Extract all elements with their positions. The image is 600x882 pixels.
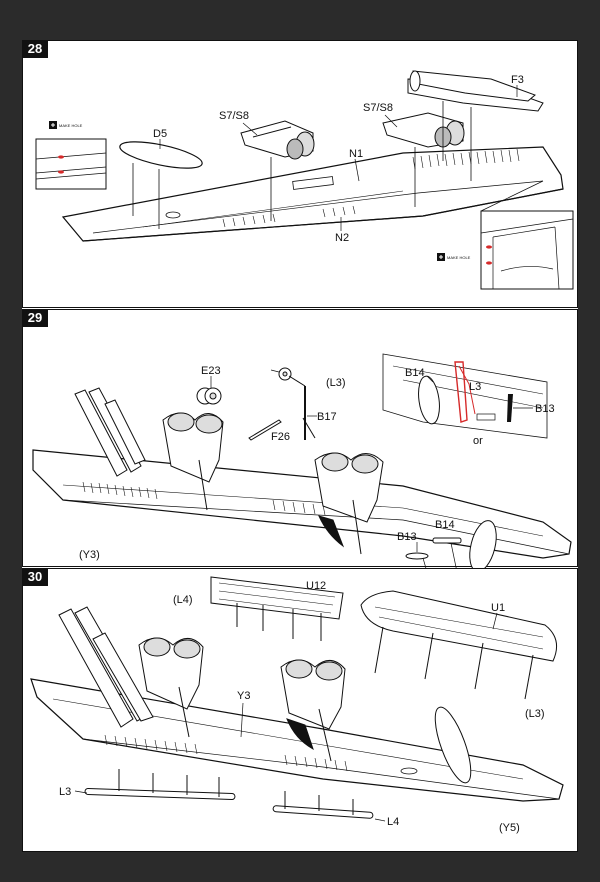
part-u1-bay bbox=[360, 590, 558, 700]
wing-hatching bbox=[222, 148, 520, 228]
label-s7s8-left: S7/S8 bbox=[219, 110, 249, 122]
label-n2: N2 bbox=[335, 232, 349, 244]
step-29-drawing: E23 (L3) B17 F26 bbox=[32, 353, 572, 573]
part-d5 bbox=[119, 141, 203, 169]
callout-text-right: MAKE HOLE bbox=[447, 255, 471, 260]
label-f3: F3 bbox=[511, 74, 524, 86]
step-28-drawing: D5 S7/S8 S7/S8 bbox=[35, 70, 574, 290]
step-28-panel: 28 bbox=[22, 40, 578, 308]
part-l4-strip bbox=[272, 791, 374, 819]
label-or: or bbox=[473, 435, 483, 447]
label-l3-paren: (L3) bbox=[326, 377, 346, 389]
label-l3-inset: L3 bbox=[469, 381, 481, 393]
leader-l4 bbox=[374, 818, 386, 822]
engine-pod-left bbox=[138, 637, 204, 738]
engine-pod-left bbox=[240, 120, 315, 160]
wing-hatch-panel bbox=[292, 176, 334, 190]
leader-s7s8-left bbox=[242, 122, 258, 136]
step-number: 30 bbox=[22, 568, 48, 586]
leader-s7s8-right bbox=[384, 114, 398, 128]
label-y3: Y3 bbox=[237, 690, 250, 702]
inset-gear-detail bbox=[382, 353, 548, 439]
label-l4-paren: (L4) bbox=[173, 594, 193, 606]
step-number: 29 bbox=[22, 309, 48, 327]
leader-l3 bbox=[74, 790, 88, 794]
drop-tanks bbox=[74, 387, 146, 477]
part-e23-wheel bbox=[196, 387, 222, 405]
label-b13-inset: B13 bbox=[535, 403, 555, 415]
wing-upper-surface bbox=[61, 146, 564, 242]
label-n1: N1 bbox=[349, 148, 363, 160]
wing-hatching bbox=[104, 734, 348, 772]
part-b13-door bbox=[405, 552, 429, 560]
engine-pod-left bbox=[162, 412, 224, 511]
drill-icon bbox=[437, 253, 445, 261]
part-b17-gear bbox=[278, 367, 316, 440]
wing-mount-hole bbox=[400, 767, 418, 775]
hole-mark bbox=[486, 261, 492, 265]
label-b17: B17 bbox=[317, 411, 337, 423]
wing-mount-hole bbox=[165, 211, 181, 219]
hole-mark bbox=[58, 170, 64, 174]
callout-text-left: MAKE HOLE bbox=[59, 123, 83, 128]
wing-hatching bbox=[82, 481, 326, 516]
engine-pod-right bbox=[314, 452, 384, 555]
part-door-panel bbox=[434, 706, 472, 784]
hole-mark bbox=[486, 245, 492, 249]
label-y3-paren: (Y3) bbox=[79, 549, 100, 561]
callout-hole-right bbox=[480, 210, 574, 290]
step-30-drawing: Y3 U12 (L4) U1 bbox=[30, 576, 564, 834]
label-b14-inset: B14 bbox=[405, 367, 425, 379]
engine-pod-right bbox=[382, 112, 465, 148]
step-number: 28 bbox=[22, 40, 48, 58]
leader-u1 bbox=[492, 612, 498, 630]
hole-mark bbox=[58, 155, 64, 159]
callout-connector bbox=[480, 180, 544, 212]
label-u12: U12 bbox=[306, 580, 326, 592]
drop-tanks bbox=[58, 606, 154, 728]
label-l4: L4 bbox=[387, 816, 399, 828]
part-u12-bay bbox=[210, 576, 344, 641]
label-s7s8-right: S7/S8 bbox=[363, 102, 393, 114]
part-f3 bbox=[407, 70, 544, 112]
wing-lower-surface bbox=[32, 449, 572, 559]
leader-y3 bbox=[240, 702, 244, 738]
arrow-wheel bbox=[270, 369, 280, 373]
label-l3: L3 bbox=[59, 786, 71, 798]
step-30-panel: 30 bbox=[22, 568, 578, 852]
drill-icon bbox=[49, 121, 57, 129]
part-f26 bbox=[248, 419, 282, 441]
engine-pod-right bbox=[280, 659, 346, 762]
part-l3-strip bbox=[84, 769, 236, 801]
step-29-panel: 29 bbox=[22, 309, 578, 573]
arrow-b14 bbox=[450, 542, 458, 573]
label-d5: D5 bbox=[153, 128, 167, 140]
leader-n1 bbox=[354, 158, 360, 182]
callout-hole-left bbox=[35, 138, 107, 190]
label-y5-paren: (Y5) bbox=[499, 822, 520, 834]
label-f26: F26 bbox=[271, 431, 290, 443]
label-b13: B13 bbox=[397, 531, 417, 543]
leader-b14-inset bbox=[426, 375, 434, 383]
label-e23: E23 bbox=[201, 365, 221, 377]
instruction-sheet: 28 bbox=[22, 40, 578, 852]
part-b14-door bbox=[432, 537, 462, 544]
label-b14: B14 bbox=[435, 519, 455, 531]
label-l3-paren: (L3) bbox=[525, 708, 545, 720]
label-u1: U1 bbox=[491, 602, 505, 614]
